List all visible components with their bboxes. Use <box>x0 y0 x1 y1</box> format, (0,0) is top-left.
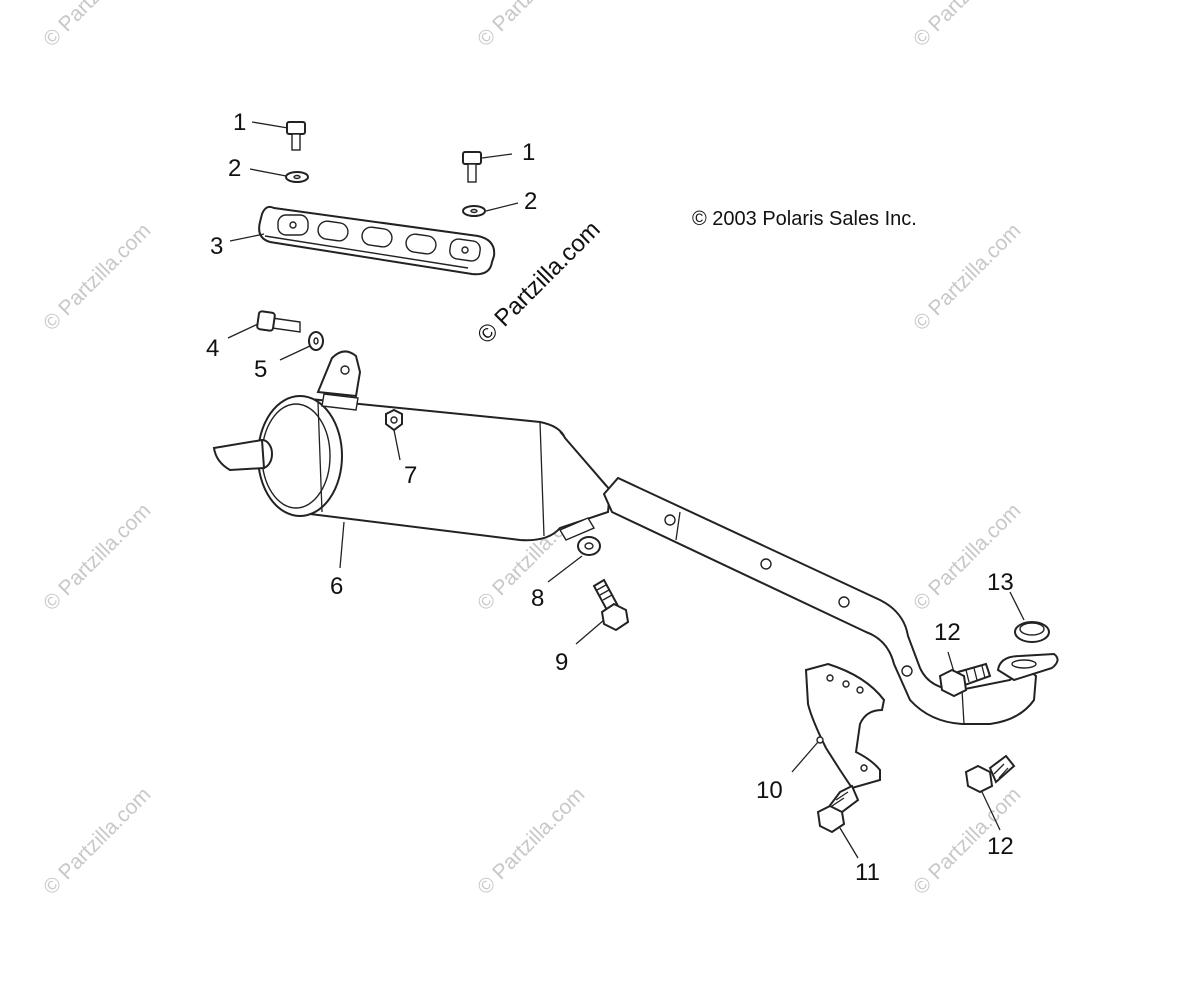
callout-11: 11 <box>855 859 880 886</box>
head-pipe <box>602 476 1059 725</box>
callout-6: 6 <box>330 573 343 600</box>
bolt-part-12-upper <box>938 662 992 698</box>
callout-2-left: 2 <box>228 155 241 182</box>
callout-8: 8 <box>531 585 544 612</box>
callout-1-left: 1 <box>233 109 246 136</box>
bolt-part-1-left <box>286 121 306 151</box>
callout-10: 10 <box>756 777 783 804</box>
bracket-part-3 <box>258 205 496 276</box>
callout-13: 13 <box>987 569 1014 596</box>
bolt-part-12-lower <box>964 754 1016 794</box>
bolt-part-9 <box>592 578 630 632</box>
bolt-part-1-right <box>462 151 482 183</box>
callout-4: 4 <box>206 335 219 362</box>
callout-3: 3 <box>210 233 223 260</box>
washer-part-8 <box>577 536 601 556</box>
washer-part-5 <box>308 331 324 351</box>
gasket-part-13 <box>1014 621 1050 643</box>
bolt-part-11 <box>816 784 860 834</box>
washer-part-2-left <box>285 171 309 183</box>
callout-9: 9 <box>555 649 568 676</box>
washer-part-2-right <box>462 205 486 217</box>
leader-lines <box>227 121 1025 859</box>
nut-part-7 <box>385 408 403 432</box>
callout-5: 5 <box>254 356 267 383</box>
callout-12-lower: 12 <box>987 833 1014 860</box>
callout-labels: 1 2 1 2 3 4 5 7 6 8 9 10 11 12 12 13 <box>206 109 1014 886</box>
callout-7: 7 <box>404 462 417 489</box>
heat-shield-part-10 <box>804 662 886 790</box>
copyright-notice: © 2003 Polaris Sales Inc. <box>692 208 917 230</box>
callout-1-right: 1 <box>522 139 535 166</box>
bolt-part-4 <box>256 310 301 333</box>
muffler-part-6 <box>212 350 612 542</box>
callout-2-right: 2 <box>524 188 537 215</box>
callout-12-upper: 12 <box>934 619 961 646</box>
